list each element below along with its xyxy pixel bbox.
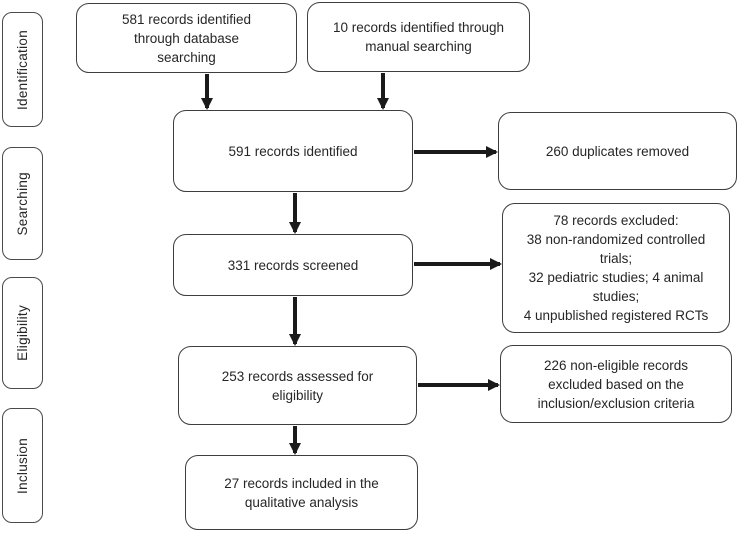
stage-label-identification: Identification [2, 12, 43, 127]
stage-label-text: Inclusion [15, 437, 30, 494]
flow-box-duplicates-removed: 260 duplicates removed [498, 112, 737, 190]
flow-box-records-identified: 591 records identified [173, 110, 413, 192]
flow-box-records-excluded: 78 records excluded: 38 non-randomized c… [502, 203, 730, 333]
stage-label-text: Searching [15, 171, 30, 236]
stage-label-text: Eligibility [15, 305, 30, 361]
stage-label-searching: Searching [2, 147, 43, 260]
flow-box-text: 10 records identified through manual sea… [332, 20, 505, 54]
flow-box-non-eligible-excluded: 226 non-eligible records excluded based … [500, 345, 732, 423]
flow-box-text: 591 records identified [228, 143, 358, 159]
flow-box-text: 226 non-eligible records excluded based … [537, 357, 695, 411]
flow-box-database-search: 581 records identified through database … [76, 3, 297, 73]
flow-box-text: 581 records identified through database … [121, 11, 252, 65]
flow-box-text: 253 records assessed for eligibility [221, 368, 374, 403]
flow-box-text: 27 records included in the qualitative a… [224, 475, 379, 510]
flow-box-text: 331 records screened [227, 257, 359, 273]
flow-box-text: 78 records excluded: 38 non-randomized c… [523, 213, 709, 323]
stage-label-text: Identification [15, 29, 30, 110]
stage-label-inclusion: Inclusion [2, 408, 43, 523]
flow-box-manual-search: 10 records identified through manual sea… [307, 2, 530, 72]
flow-box-records-screened: 331 records screened [173, 234, 413, 296]
flow-box-included-qualitative: 27 records included in the qualitative a… [185, 455, 418, 530]
stage-label-eligibility: Eligibility [2, 277, 43, 389]
flow-box-text: 260 duplicates removed [545, 143, 690, 159]
flow-box-assessed-eligibility: 253 records assessed for eligibility [178, 346, 417, 425]
